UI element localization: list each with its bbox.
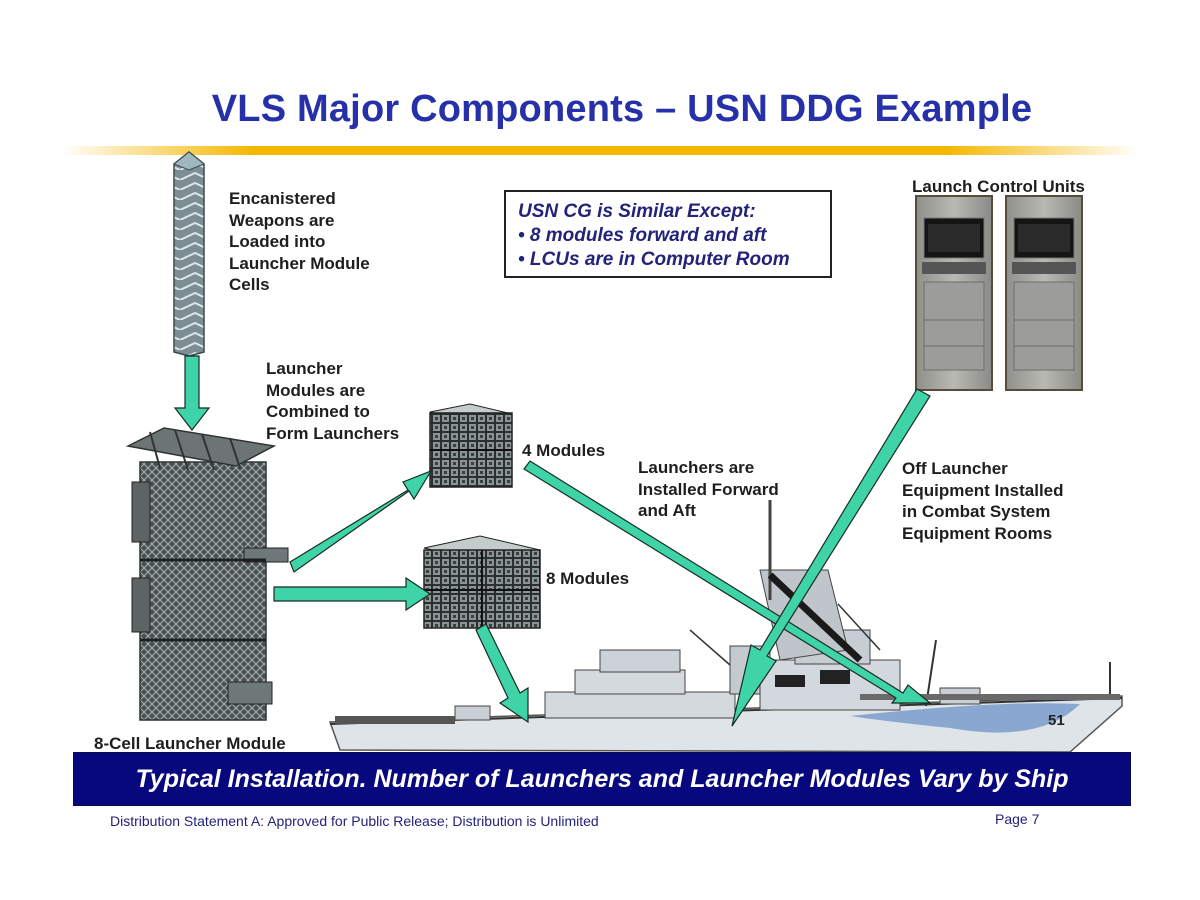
distribution-statement: Distribution Statement A: Approved for P… xyxy=(110,813,599,829)
arrow-tower-to-eight-modules xyxy=(273,576,432,612)
title-underline xyxy=(60,146,1140,155)
missile-canister xyxy=(173,151,205,357)
label-eight-cell-launcher-module: 8-Cell Launcher Module xyxy=(94,734,286,753)
four-module-launcher xyxy=(429,403,513,488)
arrow-lcu-to-ship xyxy=(731,388,931,727)
eight-module-launcher xyxy=(423,535,541,629)
arrow-canister-to-module xyxy=(173,355,211,431)
label-launcher-modules-combined: Launcher Modules are Combined to Form La… xyxy=(266,359,400,443)
note-heading: USN CG is Similar Except: xyxy=(518,201,756,222)
hull-number: 51 xyxy=(1048,712,1065,729)
slide-title: VLS Major Components – USN DDG Example xyxy=(211,88,1033,130)
banner-text: Typical Installation. Number of Launcher… xyxy=(135,764,1069,793)
label-four-modules: 4 Modules xyxy=(522,441,606,460)
label-launch-control-units: Launch Control Units xyxy=(912,177,1085,196)
launch-control-unit-2 xyxy=(1005,195,1083,391)
launch-control-unit-1 xyxy=(915,195,993,391)
label-off-launcher-equipment: Off Launcher Equipment Installed in Comb… xyxy=(902,459,1064,543)
installation-banner: Typical Installation. Number of Launcher… xyxy=(73,752,1131,806)
eight-cell-launcher-module xyxy=(125,427,289,721)
usn-cg-note-box: USN CG is Similar Except: • 8 modules fo… xyxy=(504,190,832,278)
note-bullet-lcus: • LCUs are in Computer Room xyxy=(518,249,790,270)
arrow-eight-modules-to-ship xyxy=(475,623,529,724)
arrow-tower-to-four-modules xyxy=(289,469,433,573)
arrow-four-modules-to-aft xyxy=(523,460,932,704)
page-number: Page 7 xyxy=(995,811,1040,827)
label-encanistered-weapons: Encanistered Weapons are Loaded into Lau… xyxy=(229,189,370,294)
label-eight-modules: 8 Modules xyxy=(546,569,630,588)
flow-arrows xyxy=(173,355,932,727)
note-bullet-modules: • 8 modules forward and aft xyxy=(518,225,767,246)
label-launchers-installed: Launchers are Installed Forward and Aft xyxy=(638,458,779,520)
